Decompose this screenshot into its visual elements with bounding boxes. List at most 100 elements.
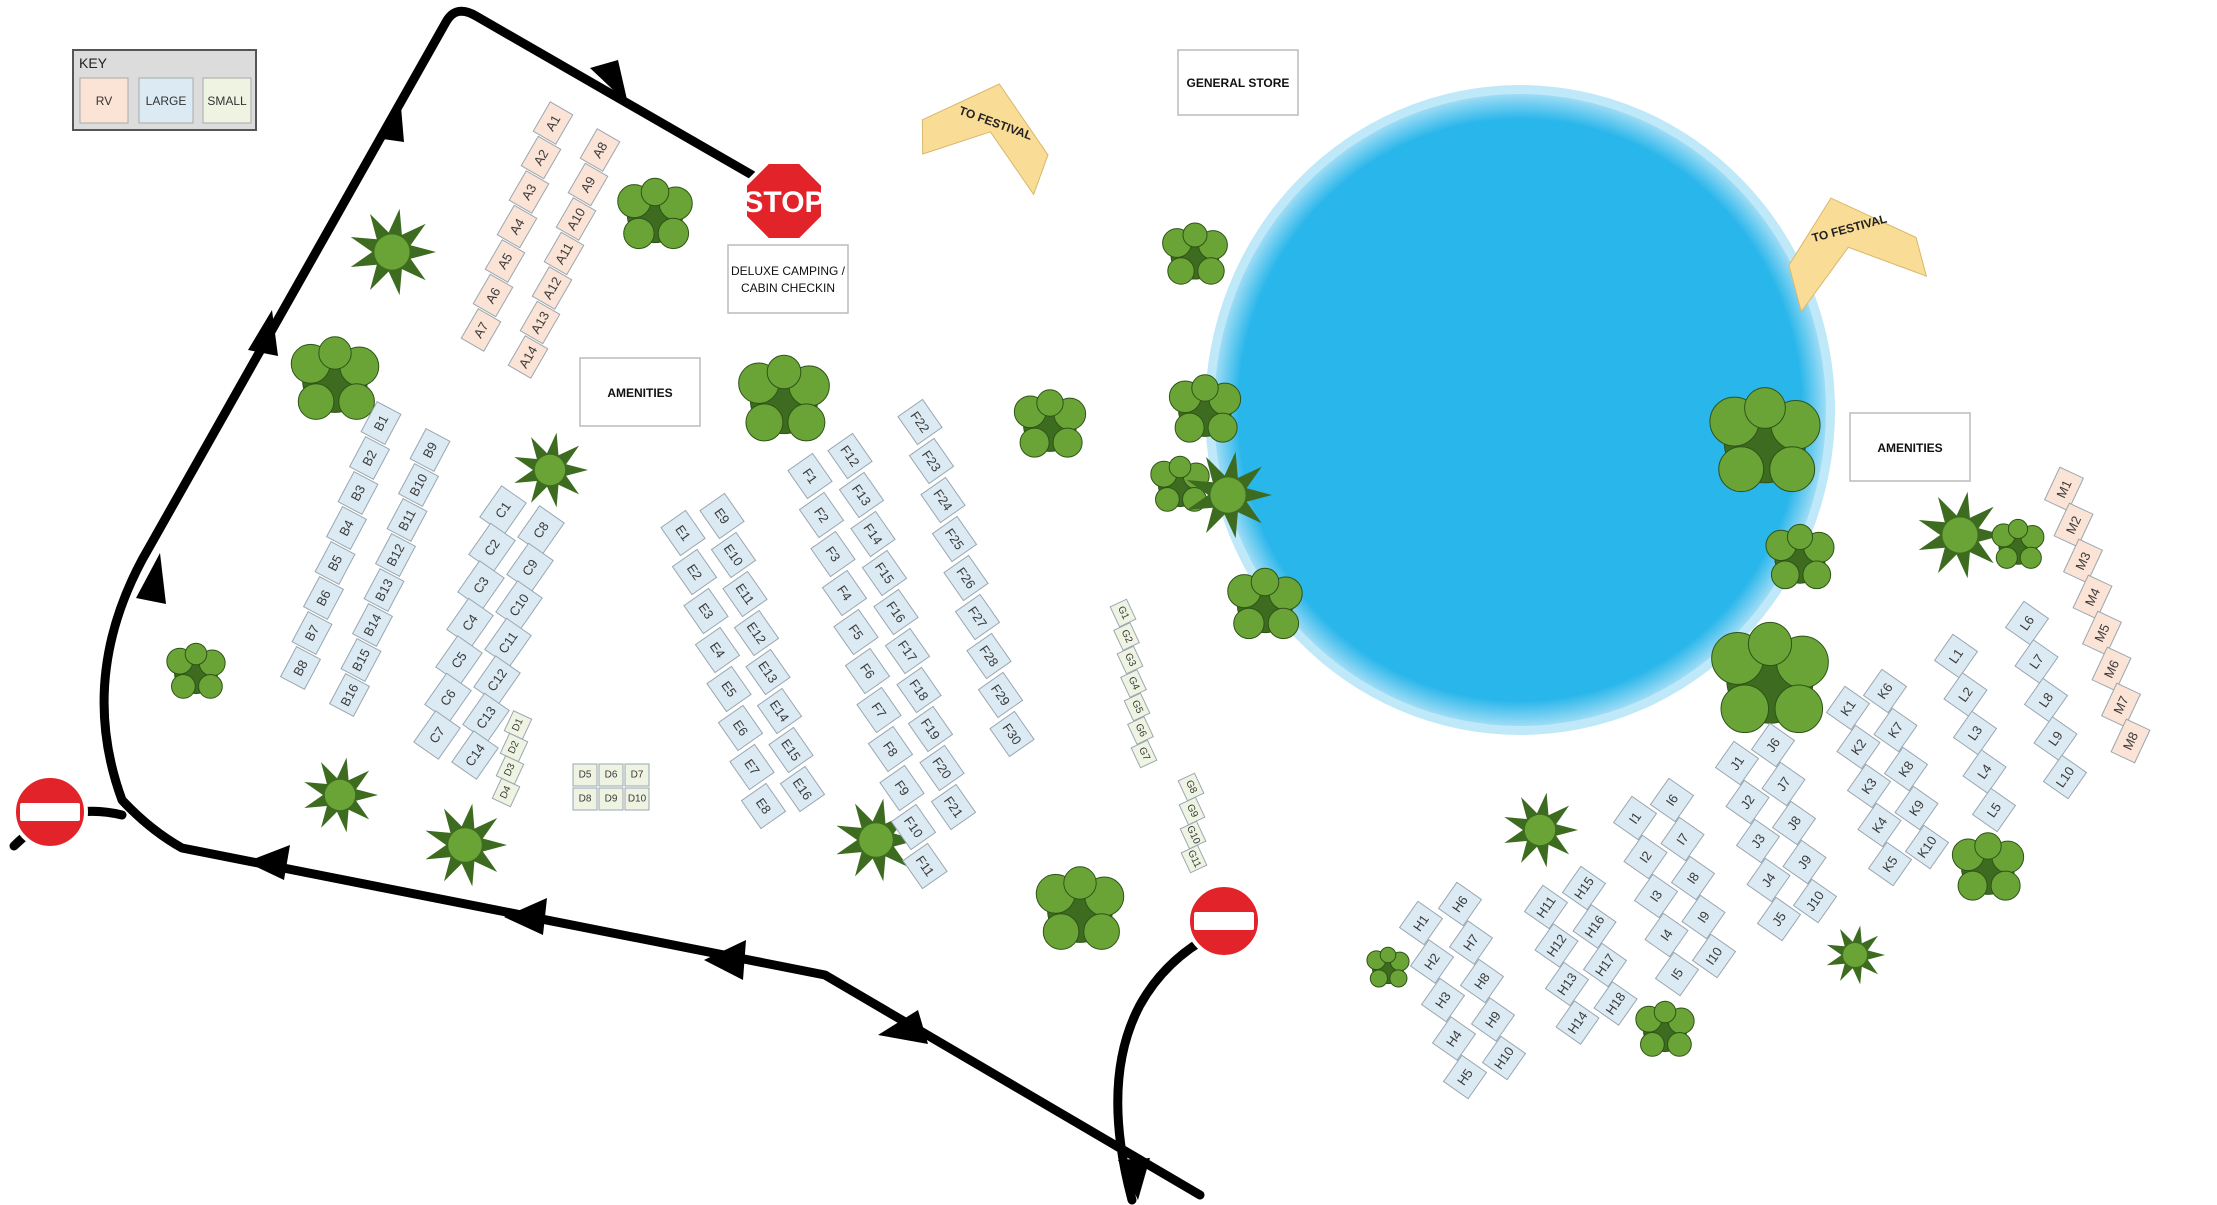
pitch-label: F4 [834,582,855,603]
pitch-a4: A4 [496,204,538,249]
pitch-label: F1 [800,465,821,486]
pitch-h5: H5 [1442,1054,1488,1100]
pitch-label: E4 [707,639,728,661]
pitch-c4: C4 [446,597,494,648]
arrow-icon [878,1010,928,1044]
pitch-d5: D5 [572,763,598,787]
pitch-label: A6 [483,285,504,306]
lake [1205,85,1835,735]
pitch-label: L5 [1984,800,2005,820]
pitch-label: M1 [2053,478,2074,501]
pitch-label: L3 [1965,723,1986,743]
pitch-i8: I8 [1670,855,1716,901]
pitch-label: M8 [2120,730,2141,753]
pitch-label: D5 [579,770,592,781]
pitch-label: G6 [1133,722,1149,739]
pitch-k9: K9 [1894,785,1939,831]
pitch-h14: H14 [1555,1000,1600,1045]
pitch-b5: B5 [314,540,356,586]
pitch-j5: J5 [1756,896,1802,942]
to-festival-sign-1: TO FESTIVAL [921,83,1049,196]
pitch-g10: G10 [1179,820,1207,850]
pitch-k3: K3 [1846,763,1892,809]
pitch-c7: C7 [413,710,461,760]
pitch-label: K6 [1874,680,1895,702]
pitch-label: E2 [684,561,705,583]
key-large-label: LARGE [146,94,187,108]
pitch-label: M6 [2101,658,2122,681]
pitch-d6: D6 [598,763,624,787]
pitch-b13: B13 [363,567,405,613]
tree-icon [1150,455,1210,512]
pitch-l6: L6 [2004,600,2050,646]
pitch-e3: E3 [683,587,729,635]
pitch-f7: F7 [856,686,902,734]
pitch-h2: H2 [1409,939,1455,984]
pitch-label: G2 [1119,628,1135,645]
arrow-icon [246,845,290,880]
pitch-l9: L9 [2033,716,2078,761]
pitch-m1: M1 [2043,466,2085,512]
pitch-a2: A2 [520,135,562,180]
pitch-l4: L4 [1962,749,2007,794]
pitch-label: K3 [1858,775,1879,797]
pitch-l5: L5 [1971,787,2017,833]
to-festival-sign-2: TO FESTIVAL [1788,197,1928,313]
tree-icon [738,354,830,442]
pitch-label: M2 [2063,514,2084,537]
trees [166,177,2045,1057]
pitch-j4: J4 [1746,857,1791,903]
pitch-m6: M6 [2091,646,2132,692]
pitch-k1: K1 [1825,685,1871,731]
pitch-label: L8 [2036,690,2057,710]
pitch-label: B7 [302,622,323,643]
amenities-box-left: AMENITIES [579,357,701,427]
pitch-b8: B8 [279,645,322,691]
pitch-label: L4 [1974,761,1995,781]
arrow-icon [704,940,746,980]
pitch-g5: G5 [1123,692,1151,722]
pitch-f27: F27 [954,593,1001,641]
pitch-e16: E16 [779,765,826,813]
pitch-b6: B6 [302,575,345,621]
pitch-b12: B12 [374,532,417,578]
pitch-j6: J6 [1750,722,1796,768]
tree-icon [1162,222,1228,285]
checkin-box: DELUXE CAMPING / CABIN CHECKIN [727,244,849,314]
pitch-a9: A9 [567,162,609,207]
pitch-label: G3 [1122,652,1138,669]
pitch-k8: K8 [1883,746,1929,792]
pitch-label: B1 [371,412,392,433]
pitch-h1: H1 [1398,900,1444,946]
pitch-c9: C9 [506,542,554,593]
no-entry-sign-icon [12,774,88,850]
tree-icon [304,757,378,833]
pitch-b7: B7 [291,610,333,656]
pitch-label: L6 [2017,613,2038,633]
pitch-label: D10 [628,794,647,805]
pitch-d3: D3 [495,755,525,785]
pitch-label: A7 [471,319,492,340]
pitch-h6: H6 [1437,881,1483,927]
pitch-k2: K2 [1836,724,1881,770]
tree-icon [1366,946,1410,988]
pitch-l1: L1 [1933,633,1979,679]
pitch-label: D8 [579,794,592,805]
pitch-f17: F17 [884,627,931,675]
pitch-i1: I1 [1612,795,1658,841]
pitch-i6: I6 [1649,777,1695,823]
pitch-f10: F10 [890,803,937,851]
pitch-label: E5 [718,678,739,700]
pitch-label: K2 [1848,736,1869,758]
pitch-m4: M4 [2072,574,2113,620]
pitch-label: G9 [1184,803,1200,820]
pitch-c6: C6 [424,672,472,723]
pitch-g3: G3 [1116,645,1144,675]
pitch-c13: C13 [462,692,510,743]
pitch-f12: F12 [827,432,873,480]
general-store-box: GENERAL STORE [1177,49,1299,116]
pitch-c3: C3 [457,560,505,610]
pitch-label: A4 [507,216,528,237]
pitch-d10: D10 [624,787,650,811]
